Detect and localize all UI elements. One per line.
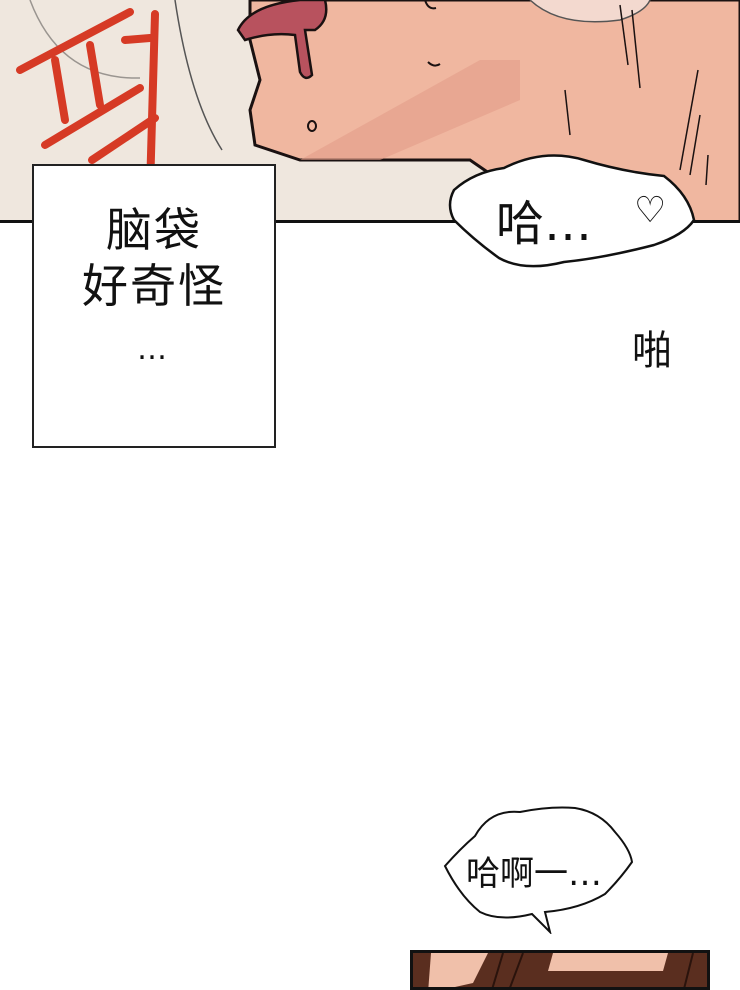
top-panel-art [0, 0, 740, 222]
bubble-bottom-text: 哈啊一… [466, 854, 602, 894]
caption-line-2: 好奇怪 [82, 259, 226, 313]
speech-bubble-top: 哈… ♡ [444, 150, 700, 285]
bottom-panel-art [413, 953, 707, 987]
speech-bubble-bottom: 哈啊一… [440, 804, 640, 934]
panel-divider [0, 220, 740, 223]
bottom-panel [410, 950, 710, 990]
narration-caption-box: 脑袋 好奇怪 … [32, 164, 276, 448]
sound-effect-pa: 啪 [632, 328, 672, 374]
bubble-outline [448, 154, 696, 268]
caption-line-1: 脑袋 [106, 203, 202, 257]
bubble-top-text: 哈… [496, 196, 593, 252]
bubble-outline [443, 806, 634, 934]
heart-icon: ♡ [634, 190, 667, 231]
top-panel [0, 0, 740, 222]
caption-ellipsis: … [137, 332, 171, 367]
